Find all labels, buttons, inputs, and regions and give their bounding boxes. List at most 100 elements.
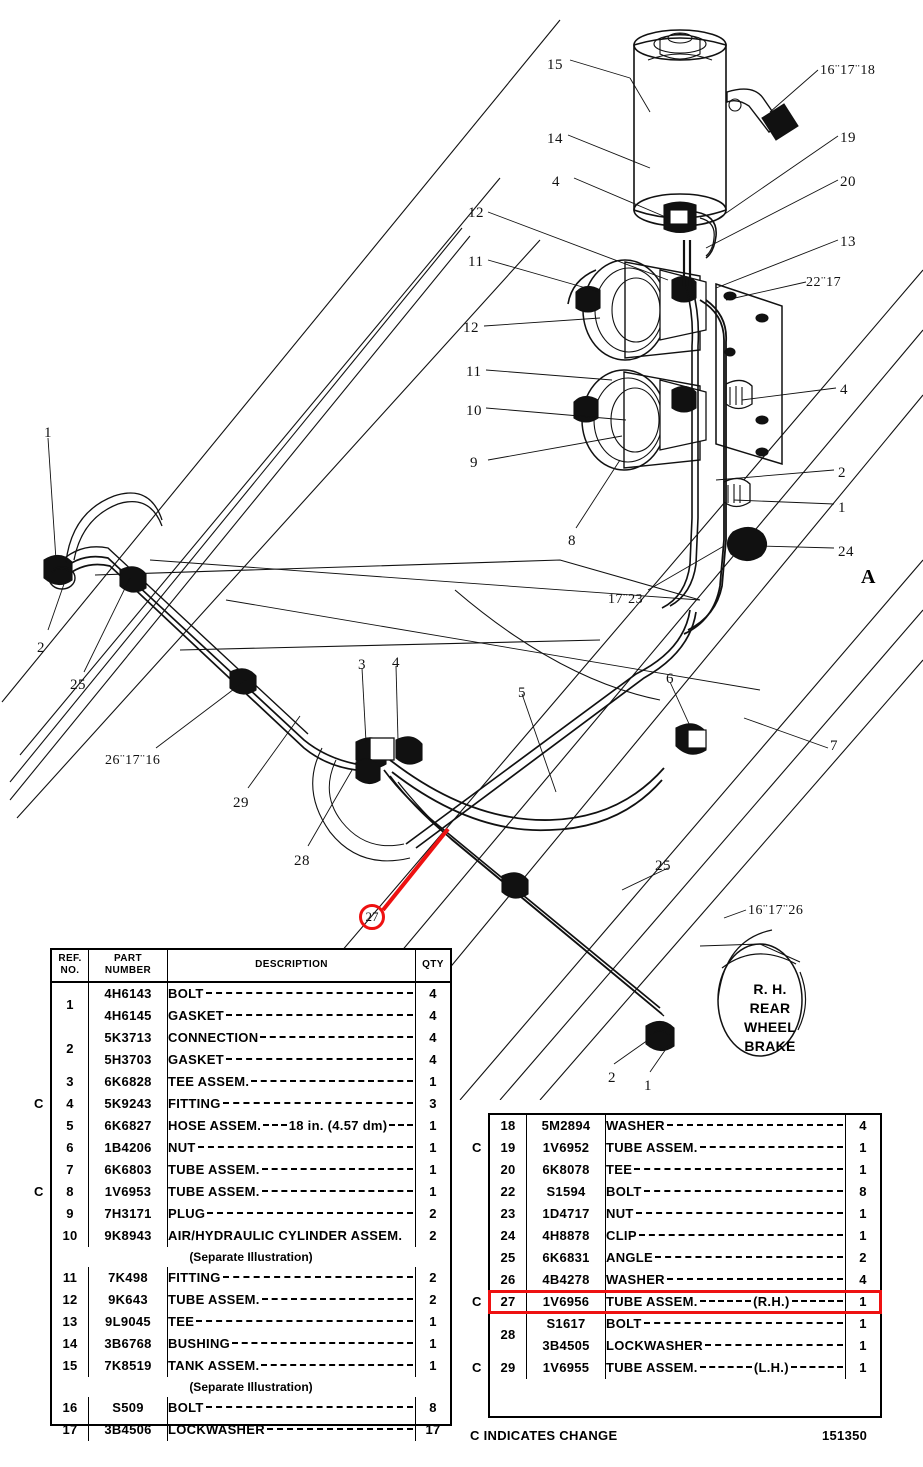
description-text: TUBE ASSEM. xyxy=(606,1294,698,1309)
cell-description: LOCKWASHER xyxy=(606,1335,846,1357)
description-leader xyxy=(205,1406,413,1408)
brake-label-line: BRAKE xyxy=(744,1038,796,1054)
separate-illustration-note: (Separate Illustration) xyxy=(189,1250,313,1264)
cell-description: TANK ASSEM. xyxy=(168,1355,416,1377)
description-text: TEE xyxy=(606,1162,633,1177)
cell-qty: 1 xyxy=(415,1115,450,1137)
description-leader xyxy=(207,1212,413,1214)
cell-ref-no: 10 xyxy=(62,1228,78,1243)
cell-part-number: 9L9045 xyxy=(88,1311,168,1333)
description-text: FITTING xyxy=(168,1270,221,1285)
brake-label-line: WHEEL xyxy=(744,1019,797,1035)
cell-part-number: 1B4206 xyxy=(88,1137,168,1159)
cell-ref-no: 16 xyxy=(62,1400,78,1415)
callout-c1723: 17¨23 xyxy=(608,592,644,607)
cell-ref-no: 24 xyxy=(500,1228,516,1243)
cell-qty: 2 xyxy=(415,1203,450,1225)
description-leader xyxy=(263,1124,287,1126)
description-leader xyxy=(260,1036,413,1038)
description-tail: (L.H.) xyxy=(753,1360,789,1375)
callout-c5: 5 xyxy=(518,685,526,701)
cell-ref-no: 9 xyxy=(66,1206,74,1221)
callout-c2a: 2 xyxy=(838,465,846,481)
cell-qty: 1 xyxy=(845,1159,880,1181)
cell-part-number: 4H8878 xyxy=(526,1225,606,1247)
column-header-part-number: PART NUMBER xyxy=(88,950,168,983)
cell-ref-no: 12 xyxy=(62,1292,78,1307)
description-text: TUBE ASSEM. xyxy=(606,1360,698,1375)
cell-qty: 4 xyxy=(415,1027,450,1049)
callout-c29: 29 xyxy=(233,795,249,811)
cell-description: TUBE ASSEM. xyxy=(168,1181,416,1203)
description-text: TEE xyxy=(168,1314,195,1329)
cell-ref-no: 18 xyxy=(500,1118,516,1133)
description-leader xyxy=(699,1300,752,1302)
cell-part-number: 6K6827 xyxy=(88,1115,168,1137)
cell-part-number: 6K6831 xyxy=(526,1247,606,1269)
cell-qty: 1 xyxy=(845,1313,880,1335)
description-leader xyxy=(666,1278,843,1280)
cell-qty: 1 xyxy=(415,1071,450,1093)
column-header-qty: QTY xyxy=(415,950,450,983)
cell-part-number: 1V6952 xyxy=(526,1137,606,1159)
cell-qty: 1 xyxy=(845,1335,880,1357)
cell-qty: 4 xyxy=(845,1269,880,1291)
change-indicator: C xyxy=(34,1184,44,1199)
callout-c10: 10 xyxy=(466,403,482,419)
description-leader xyxy=(699,1366,752,1368)
description-leader xyxy=(266,1428,413,1430)
description-text: FITTING xyxy=(168,1096,221,1111)
column-header-ref-no: REF. NO. xyxy=(52,950,89,983)
callout-c12a: 12 xyxy=(468,205,484,221)
description-text: BOLT xyxy=(168,986,204,1001)
cell-part-number: S1594 xyxy=(526,1181,606,1203)
description-leader xyxy=(261,1190,413,1192)
highlight-callout-27-label: 27 xyxy=(365,909,379,924)
table-subnote-row: (Separate Illustration) xyxy=(52,1247,450,1267)
cell-ref-no: 4 xyxy=(66,1096,74,1111)
cell-part-number: 7K498 xyxy=(88,1267,168,1289)
cell-description: BOLT xyxy=(606,1313,846,1335)
cell-qty: 4 xyxy=(415,1005,450,1027)
description-tail: (R.H.) xyxy=(753,1294,790,1309)
cell-description: ANGLE xyxy=(606,1247,846,1269)
callout-c24: 24 xyxy=(838,544,854,560)
cell-part-number: 1D4717 xyxy=(526,1203,606,1225)
description-leader xyxy=(643,1322,843,1324)
cell-qty: 2 xyxy=(415,1225,450,1247)
description-leader xyxy=(790,1366,843,1368)
description-text: GASKET xyxy=(168,1052,224,1067)
cell-ref-no: 2 xyxy=(66,1041,74,1056)
description-text: CONNECTION xyxy=(168,1030,259,1045)
description-text: LOCKWASHER xyxy=(606,1338,703,1353)
cell-description: BOLT xyxy=(168,982,416,1005)
cell-ref-no: 23 xyxy=(500,1206,516,1221)
cell-qty: 1 xyxy=(845,1357,880,1379)
callout-c3: 3 xyxy=(358,657,366,673)
callout-c6: 6 xyxy=(666,671,674,687)
description-leader xyxy=(197,1146,413,1148)
cell-qty: 1 xyxy=(415,1333,450,1355)
description-text: TUBE ASSEM. xyxy=(168,1162,260,1177)
change-legend: C INDICATES CHANGE xyxy=(470,1428,618,1443)
cell-description: HOSE ASSEM.18 in. (4.57 dm) xyxy=(168,1115,416,1137)
table-header-row: REF. NO. PART NUMBER DESCRIPTION QTY xyxy=(52,950,450,983)
cell-description: TEE ASSEM. xyxy=(168,1071,416,1093)
cell-part-number: 5H3703 xyxy=(88,1049,168,1071)
description-text: TEE ASSEM. xyxy=(168,1074,250,1089)
description-text: WASHER xyxy=(606,1118,665,1133)
